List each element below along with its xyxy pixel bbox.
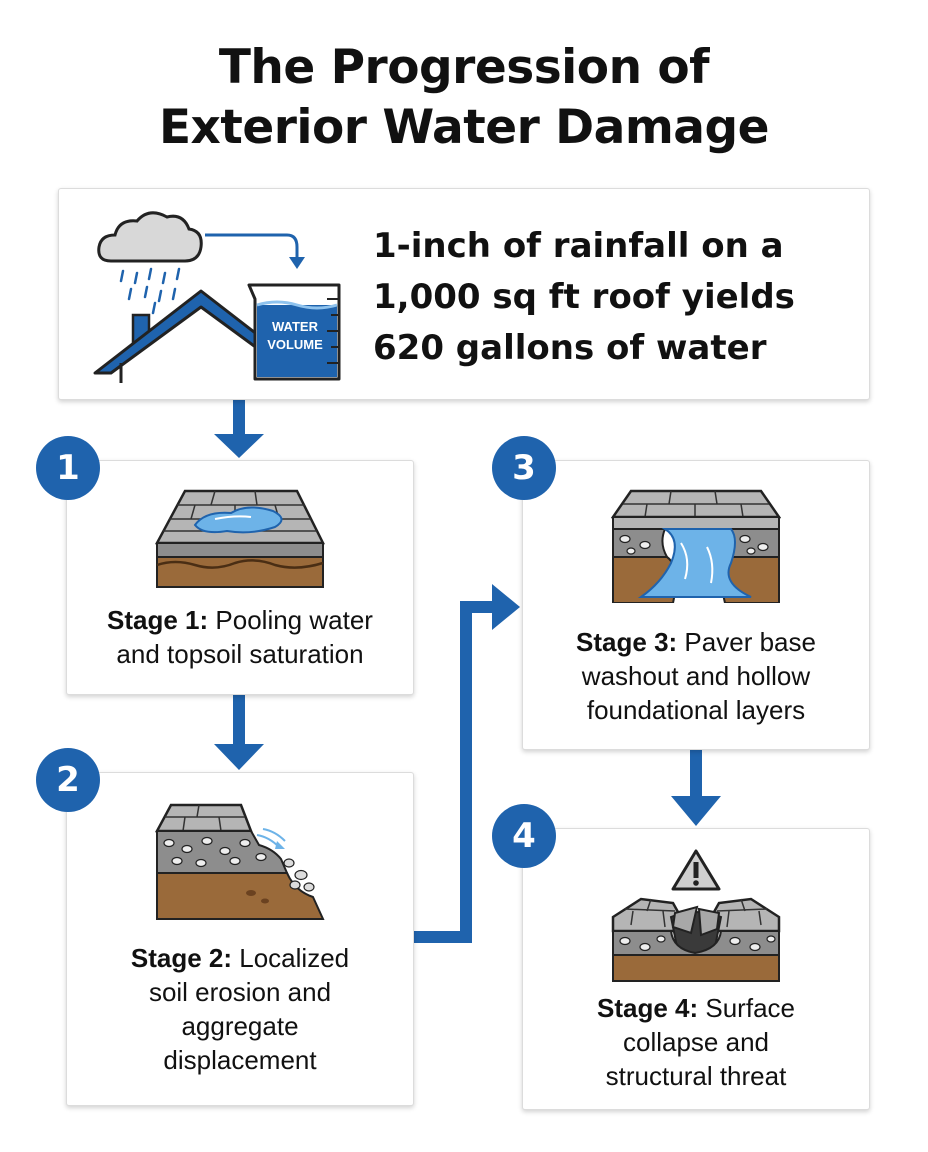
stage-2-text-3: aggregate bbox=[181, 1011, 299, 1041]
fact-line-3: 620 gallons of water bbox=[373, 328, 767, 368]
stage-1-text-2: and topsoil saturation bbox=[116, 639, 364, 669]
stage-1-card: Stage 1: Pooling water and topsoil satur… bbox=[66, 460, 414, 695]
base-washout-illustration bbox=[611, 489, 781, 603]
stage-3-caption: Stage 3: Paver base washout and hollow f… bbox=[523, 625, 869, 727]
stage-2-label: Stage 2: bbox=[130, 943, 233, 973]
warning-icon bbox=[671, 849, 721, 891]
fact-line-1: 1-inch of rainfall on a bbox=[373, 226, 784, 266]
cloud-icon bbox=[97, 211, 203, 263]
title-line-1: The Progression of bbox=[218, 40, 710, 95]
rain-icon bbox=[119, 267, 181, 315]
stage-3-text-1: Paver base bbox=[677, 627, 816, 657]
stage-1-text-1: Pooling water bbox=[208, 605, 373, 635]
stage-3-label: Stage 3: bbox=[576, 627, 678, 657]
soil-erosion-illustration bbox=[155, 803, 325, 920]
stage-4-caption: Stage 4: Surface collapse and structural… bbox=[523, 991, 869, 1093]
stage-1-caption: Stage 1: Pooling water and topsoil satur… bbox=[67, 603, 413, 671]
beaker-icon: WATER VOLUME bbox=[247, 283, 341, 381]
beaker-label-1: WATER bbox=[272, 319, 319, 334]
arrow-stage2-to-stage3 bbox=[413, 601, 496, 943]
arrow-stage1-to-stage2 bbox=[233, 694, 245, 746]
beaker-label-2: VOLUME bbox=[267, 337, 323, 352]
stage-4-label: Stage 4: bbox=[597, 993, 699, 1023]
page-title: The Progression of Exterior Water Damage bbox=[0, 38, 928, 158]
stage-1-badge: 1 bbox=[36, 436, 100, 500]
fact-line-2: 1,000 sq ft roof yields bbox=[373, 277, 795, 317]
stage-2-text-4: displacement bbox=[163, 1045, 317, 1075]
intro-card: WATER VOLUME 1-inch of rainfall on a 1,0… bbox=[58, 188, 870, 400]
stage-3-card: Stage 3: Paver base washout and hollow f… bbox=[522, 460, 870, 750]
arrow-stage3-to-stage4 bbox=[690, 750, 702, 798]
stage-3-text-2: washout and hollow bbox=[581, 661, 811, 691]
stage-1-label: Stage 1: bbox=[107, 605, 209, 635]
stage-2-text-1: Localized bbox=[232, 943, 350, 973]
stage-4-text-2: collapse and bbox=[623, 1027, 769, 1057]
stage-4-text-3: structural threat bbox=[605, 1061, 787, 1091]
stage-3-text-3: foundational layers bbox=[586, 695, 806, 725]
stage-2-caption: Stage 2: Localized soil erosion and aggr… bbox=[67, 941, 413, 1077]
stage-2-text-2: soil erosion and bbox=[148, 977, 332, 1007]
stage-2-card: Stage 2: Localized soil erosion and aggr… bbox=[66, 772, 414, 1106]
arrow-intro-to-stage1 bbox=[233, 400, 245, 436]
stage-4-badge: 4 bbox=[492, 804, 556, 868]
title-line-2: Exterior Water Damage bbox=[158, 100, 770, 155]
surface-collapse-illustration bbox=[611, 849, 781, 982]
stage-3-badge: 3 bbox=[492, 436, 556, 500]
rain-roof-illustration: WATER VOLUME bbox=[93, 211, 341, 383]
stage-4-text-1: Surface bbox=[698, 993, 795, 1023]
rainfall-fact: 1-inch of rainfall on a 1,000 sq ft roof… bbox=[373, 221, 853, 374]
stage-2-badge: 2 bbox=[36, 748, 100, 812]
pooling-water-illustration bbox=[155, 489, 325, 588]
stage-4-card: Stage 4: Surface collapse and structural… bbox=[522, 828, 870, 1110]
